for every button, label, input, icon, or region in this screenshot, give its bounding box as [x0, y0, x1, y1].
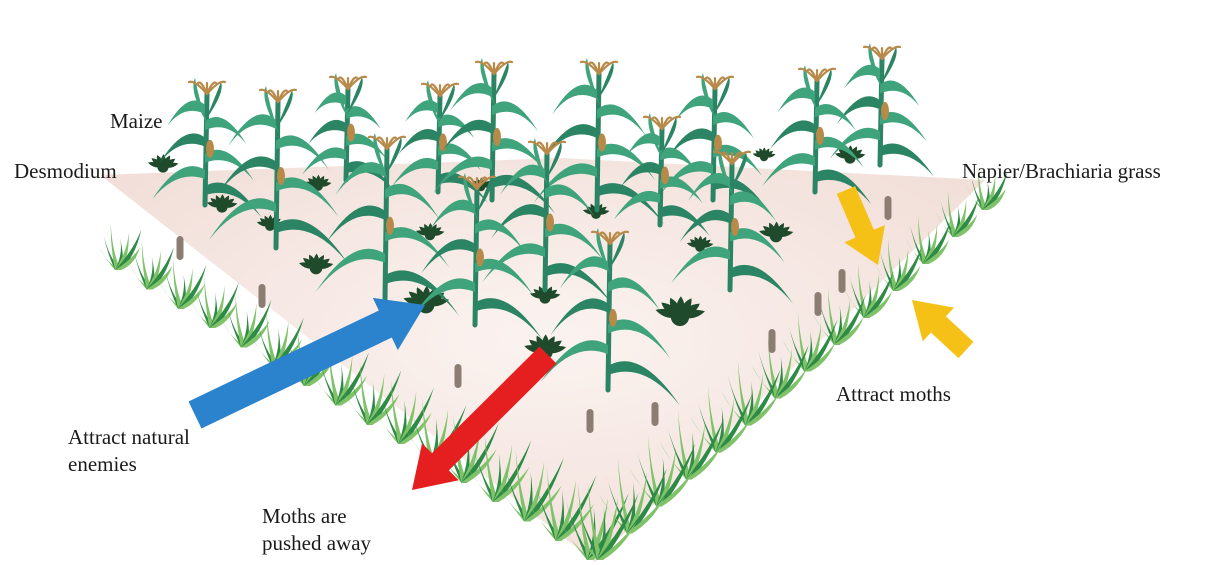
grass-seed-head	[885, 196, 892, 220]
grass-seed-head	[839, 269, 846, 293]
attract-moths-label: Attract moths	[836, 381, 951, 408]
grass-clump-icon	[129, 241, 174, 289]
grass-seed-head	[652, 402, 659, 426]
attract-natural-enemies-line1: Attract natural	[68, 424, 190, 451]
grass-seed-head	[815, 292, 822, 316]
attract-moths-arrow-lower	[912, 300, 973, 358]
maize-label: Maize	[110, 108, 162, 135]
desmodium-plant-icon	[753, 147, 776, 161]
attract-natural-enemies-label: Attract natural enemies	[68, 424, 190, 478]
desmodium-plant-icon	[148, 154, 178, 172]
moths-pushed-away-line2: pushed away	[262, 530, 371, 557]
desmodium-label: Desmodium	[14, 158, 117, 185]
attract-natural-enemies-line2: enemies	[68, 451, 190, 478]
grass-seed-head	[455, 364, 462, 388]
grass-seed-head	[177, 236, 184, 260]
grass-seed-head	[259, 284, 266, 308]
grass-seed-head	[769, 329, 776, 353]
grass-seed-head	[587, 409, 594, 433]
napier-grass-label: Napier/Brachiaria grass	[962, 158, 1161, 185]
grass-clump-icon	[99, 224, 142, 270]
moths-pushed-away-label: Moths are pushed away	[262, 503, 371, 557]
moths-pushed-away-line1: Moths are	[262, 503, 371, 530]
